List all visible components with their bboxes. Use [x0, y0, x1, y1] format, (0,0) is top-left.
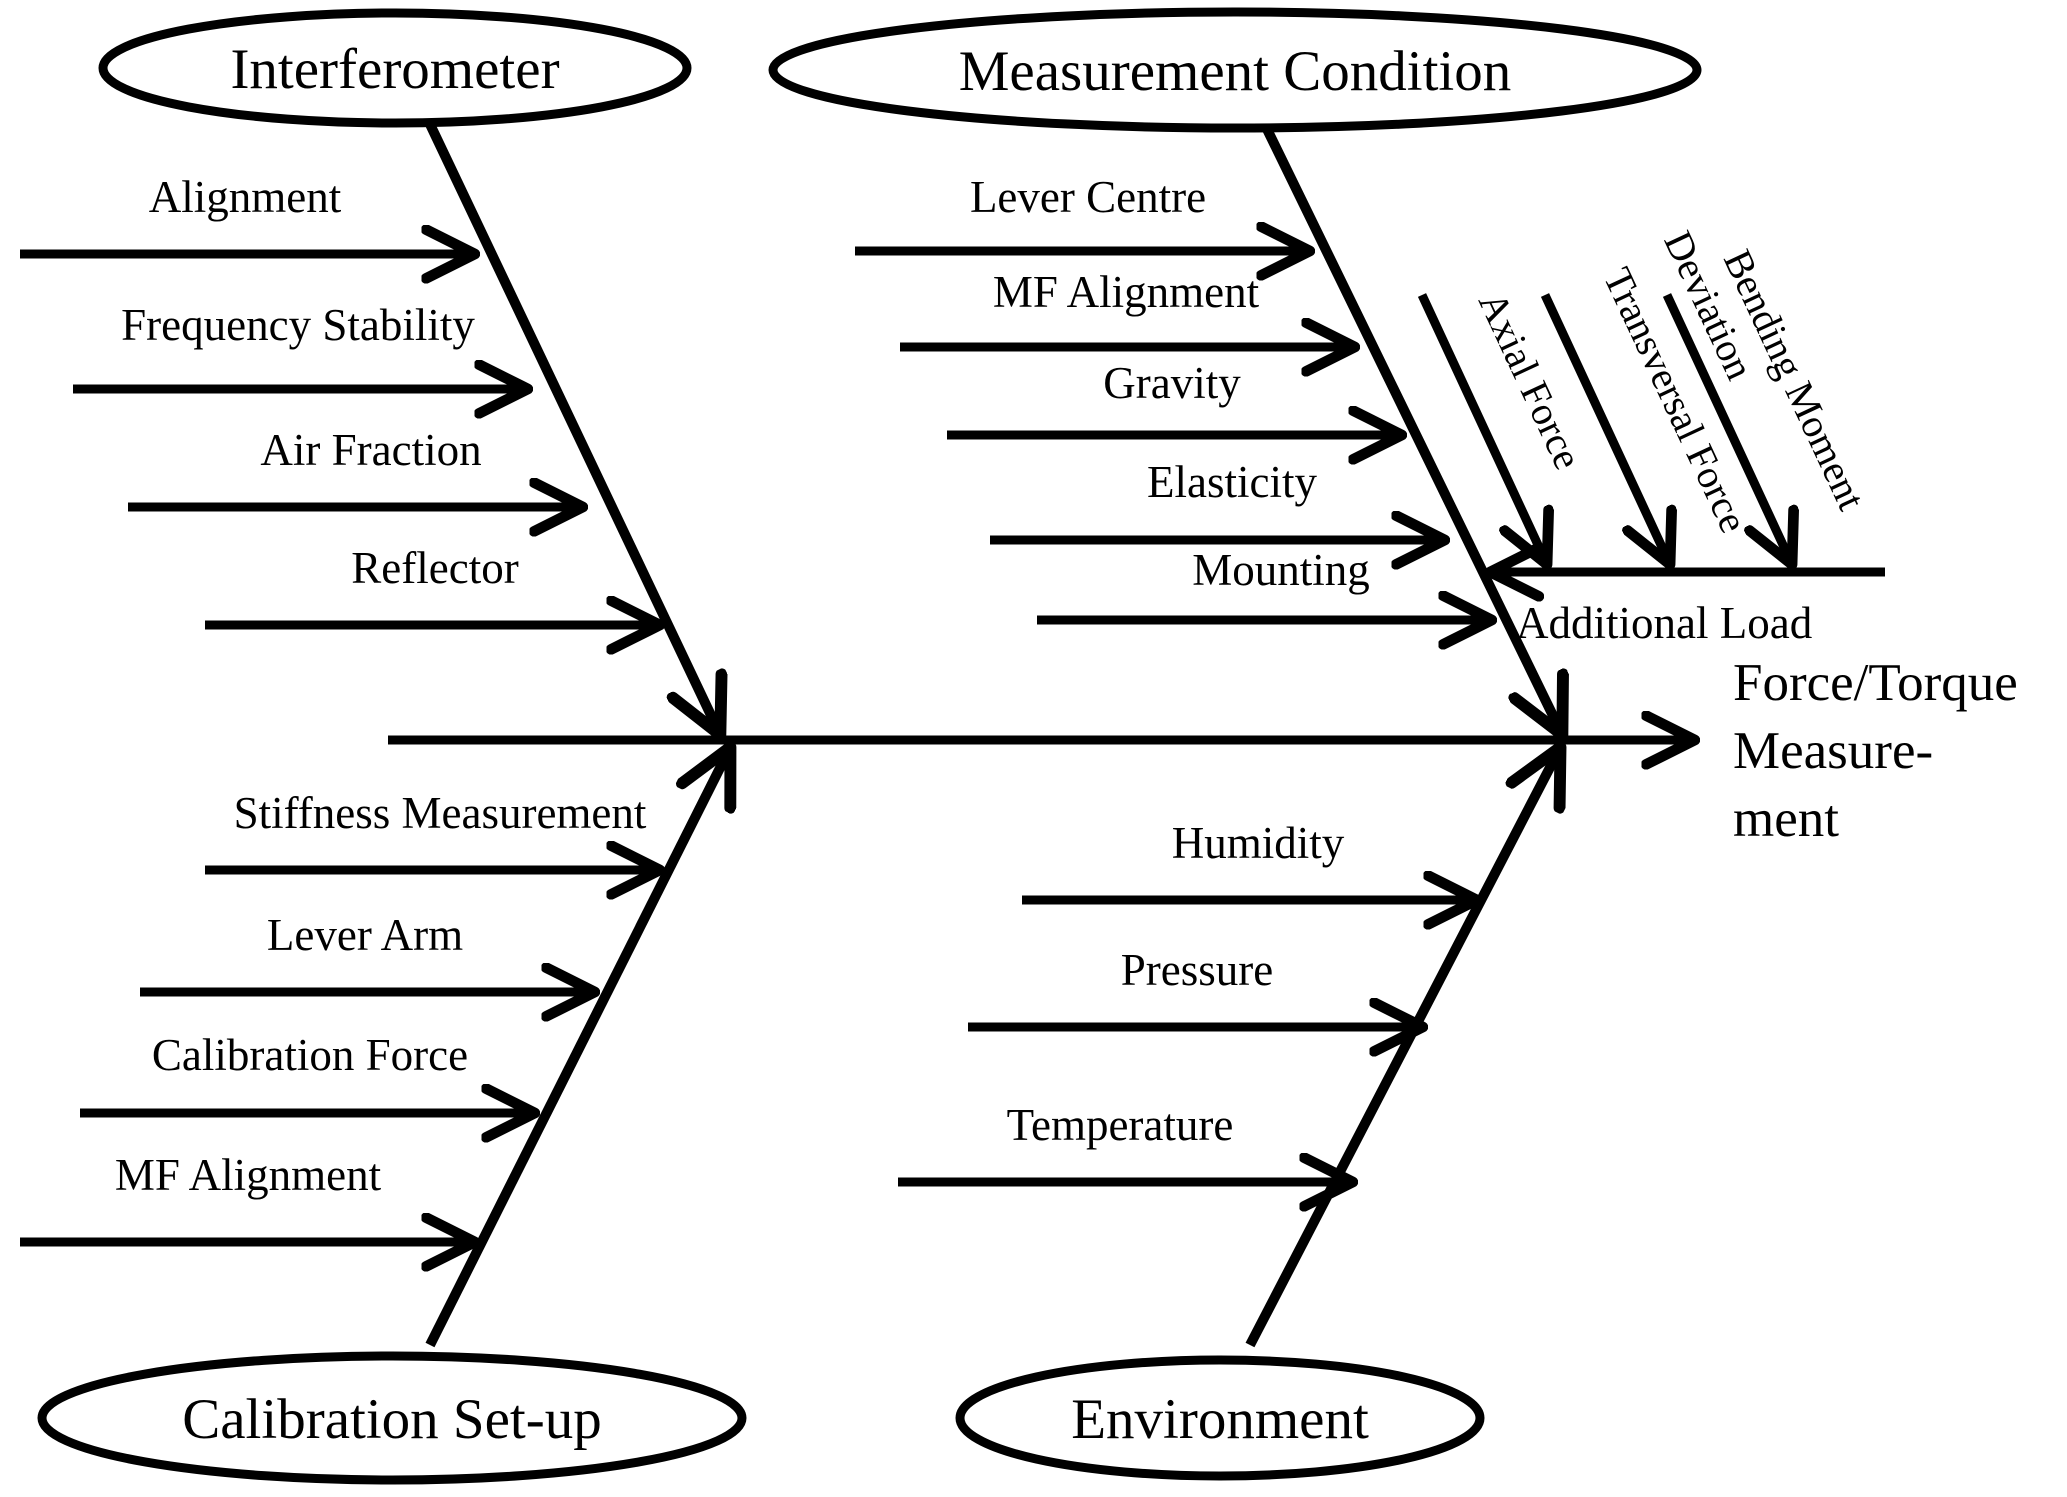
cause-label-calibration-setup-1: Lever Arm: [267, 910, 463, 960]
cause-label-interferometer-1: Frequency Stability: [121, 300, 475, 350]
cause-label-measurement-condition-0: Lever Centre: [970, 172, 1206, 222]
branch-line-calibration-setup: [425, 752, 728, 1348]
category-ellipse-environment[interactable]: [955, 1355, 1485, 1481]
cause-label-calibration-setup-0: Stiffness Measurement: [234, 788, 647, 838]
effect-line-3: ment: [1733, 790, 1839, 848]
cause-label-environment-0: Humidity: [1172, 818, 1345, 868]
cause-label-environment-1: Pressure: [1121, 945, 1273, 995]
subcause-label-bending-moment-group: Bending Moment Deviation: [1655, 224, 1875, 517]
cause-label-measurement-condition-1: MF Alignment: [993, 267, 1260, 317]
cause-label-environment-2: Temperature: [1007, 1100, 1234, 1150]
subbranch-label-additional-load: Additional Load: [1516, 598, 1812, 648]
subcause-label-bending-moment-line-1: Bending Moment: [1715, 243, 1875, 517]
cause-label-measurement-condition-2: Gravity: [1103, 358, 1241, 408]
category-label-interferometer: Interferometer: [230, 38, 559, 101]
cause-label-interferometer-2: Air Fraction: [260, 425, 481, 475]
cause-label-measurement-condition-4: Mounting: [1192, 545, 1370, 595]
subcause-arrow-axial-force: [1417, 293, 1545, 560]
category-label-environment: Environment: [1071, 1388, 1369, 1451]
branch-line-interferometer: [423, 117, 718, 730]
category-label-calibration-setup: Calibration Set-up: [182, 1388, 602, 1451]
effect-line-2: Measure-: [1733, 722, 1933, 780]
cause-label-interferometer-3: Reflector: [351, 543, 518, 593]
cause-label-interferometer-0: Alignment: [149, 172, 342, 222]
cause-label-calibration-setup-3: MF Alignment: [115, 1150, 382, 1200]
cause-label-calibration-setup-2: Calibration Force: [152, 1030, 468, 1080]
effect-line-1: Force/Torque: [1733, 654, 2018, 712]
subcause-arrow-bending-moment-deviation: [1662, 293, 1790, 560]
category-ellipse-measurement-condition[interactable]: [768, 7, 1702, 133]
category-ellipse-calibration-setup[interactable]: [37, 1351, 747, 1485]
category-label-measurement-condition: Measurement Condition: [959, 40, 1512, 103]
cause-label-measurement-condition-3: Elasticity: [1147, 457, 1317, 507]
subcause-arrow-transversal-force: [1540, 293, 1668, 560]
category-ellipse-interferometer[interactable]: [98, 8, 692, 128]
